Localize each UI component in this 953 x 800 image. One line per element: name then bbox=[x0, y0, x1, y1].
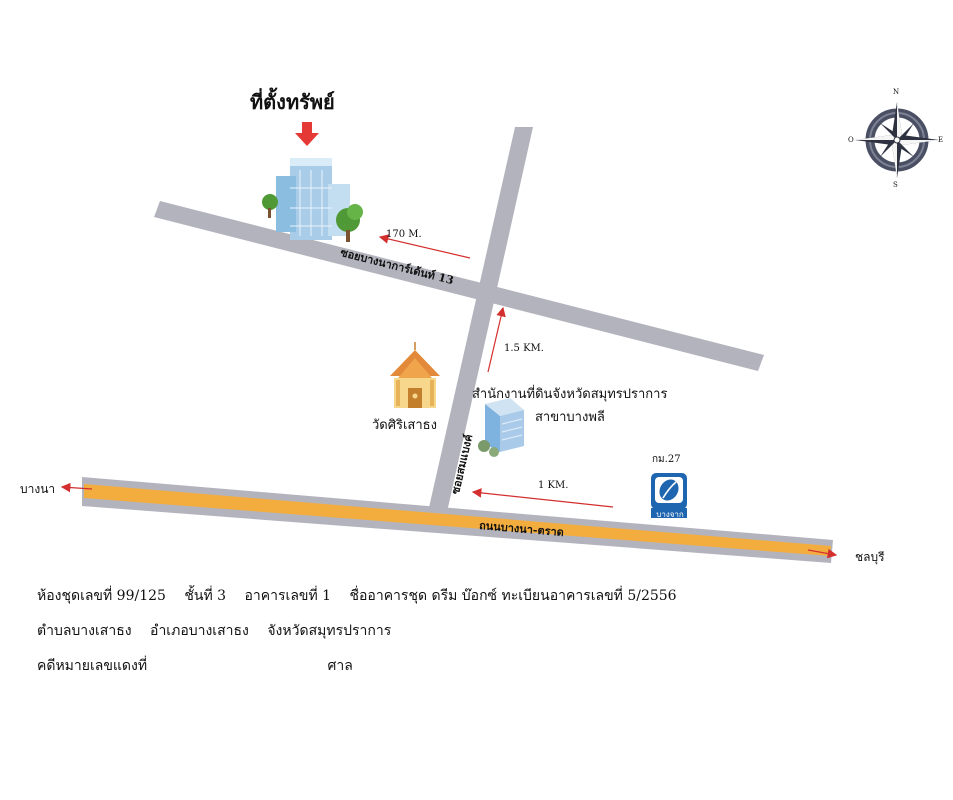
map-title: ที่ตั้งทรัพย์ bbox=[250, 90, 335, 114]
court-label: ศาล bbox=[327, 658, 353, 674]
compass-icon bbox=[855, 102, 939, 178]
compass-n-label: N bbox=[893, 88, 900, 96]
property-info-line-2: ตำบลบางเสาธง อำเภอบางเสาธง จังหวัดสมุทรป… bbox=[37, 620, 405, 642]
building-number: อาคารเลขที่ 1 bbox=[244, 588, 332, 604]
distance-170m-label: 170 M. bbox=[386, 229, 422, 240]
soi-bangna-garden-road bbox=[154, 201, 764, 371]
property-marker-arrow bbox=[295, 122, 319, 146]
province: จังหวัดสมุทรปราการ bbox=[267, 623, 392, 639]
distance-1km-label: 1 KM. bbox=[538, 480, 569, 491]
direction-east-label: ชลบุรี bbox=[855, 550, 885, 564]
floor: ชั้นที่ 3 bbox=[184, 588, 227, 604]
land-office-label-1: สำนักงานที่ดินจังหวัดสมุทรปราการ bbox=[472, 387, 668, 402]
compass-e-label: E bbox=[938, 136, 944, 144]
temple-label: วัดศิริเสาธง bbox=[372, 418, 437, 433]
bangchak-logo-text: บางจาก bbox=[656, 510, 684, 519]
arrow-1-5km bbox=[487, 306, 506, 373]
property-info-line-3: คดีหมายเลขแดงที่ ศาล bbox=[37, 655, 367, 677]
main-road bbox=[82, 477, 833, 563]
arrow-170m bbox=[378, 234, 471, 259]
arrow-east bbox=[807, 548, 838, 559]
land-office-label-2: สาขาบางพลี bbox=[535, 410, 605, 425]
direction-west-label: บางนา bbox=[20, 482, 56, 496]
distance-1-5km-label: 1.5 KM. bbox=[504, 343, 544, 354]
red-case-number-label: คดีหมายเลขแดงที่ bbox=[37, 658, 148, 674]
arrow-1km bbox=[471, 488, 614, 508]
compass-w-label: O bbox=[848, 136, 854, 144]
side-soi-road bbox=[428, 127, 533, 512]
condo-name-registration: ชื่ออาคารชุด ดรีม บ๊อกซ์ ทะเบียนอาคารเลข… bbox=[349, 588, 677, 604]
subdistrict: ตำบลบางเสาธง bbox=[37, 623, 132, 639]
km-marker-label: กม.27 bbox=[652, 454, 681, 465]
arrow-west bbox=[60, 482, 93, 493]
temple-icon bbox=[390, 342, 440, 408]
unit-number: ห้องชุดเลขที่ 99/125 bbox=[37, 588, 166, 604]
land-office-building-icon bbox=[478, 398, 524, 457]
property-building-icon bbox=[262, 158, 363, 242]
property-info-line-1: ห้องชุดเลขที่ 99/125 ชั้นที่ 3 อาคารเลขท… bbox=[37, 585, 691, 607]
bangchak-logo-icon bbox=[651, 473, 687, 518]
compass-s-label: S bbox=[893, 181, 898, 189]
district: อำเภอบางเสาธง bbox=[150, 623, 249, 639]
